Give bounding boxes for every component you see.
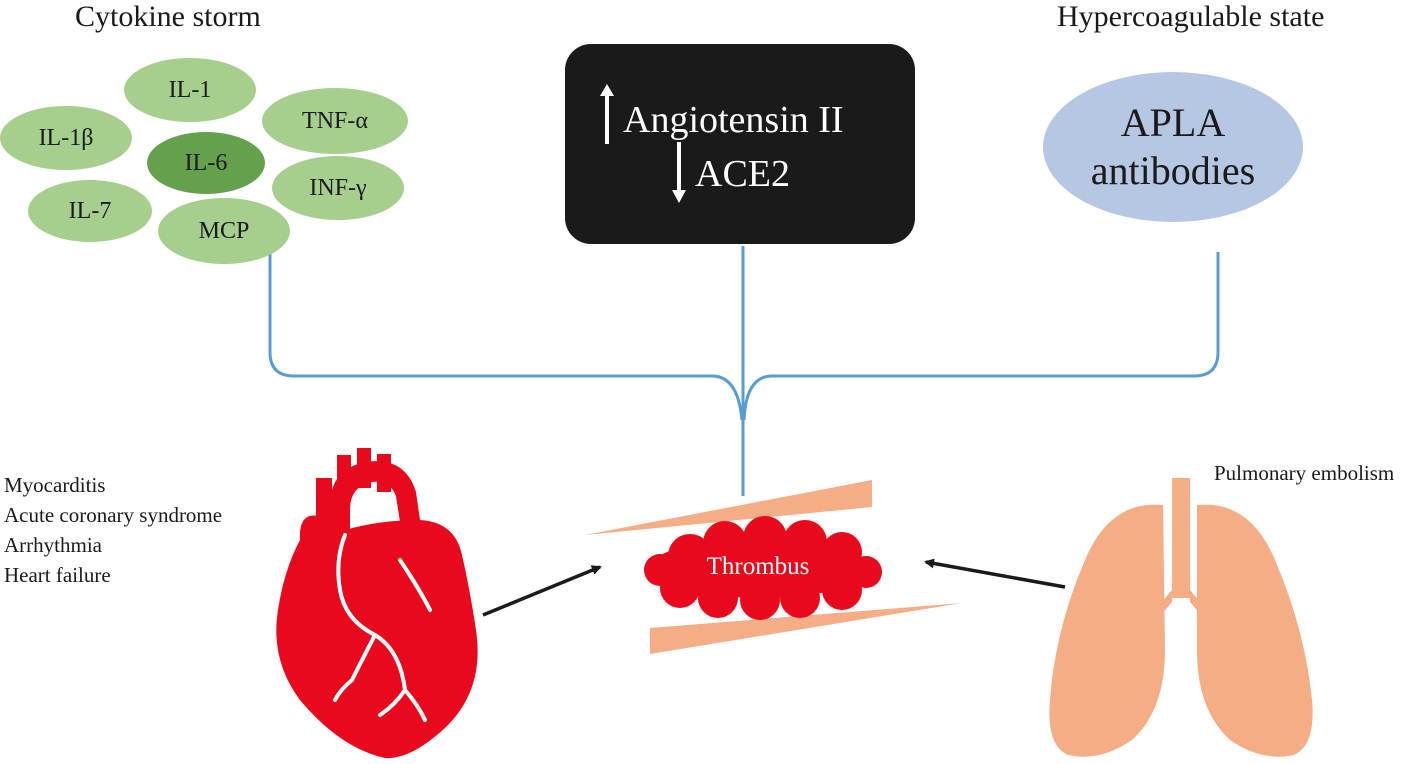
condition-myocarditis: Myocarditis <box>4 473 106 497</box>
pulmonary-embolism-label: Pulmonary embolism <box>1214 461 1395 485</box>
cytokine-il1-beta: IL-1β <box>0 106 132 170</box>
cytokine-storm-title: Cytokine storm <box>75 0 261 33</box>
thrombus-label: Thrombus <box>706 553 810 580</box>
connector-apla <box>742 252 1220 421</box>
thrombus-cloud <box>644 516 882 620</box>
apla-label: APLA <box>1120 100 1226 145</box>
cytokine-il6: IL-6 <box>147 132 265 194</box>
vessel-wall-bottom <box>650 603 962 654</box>
raas-box: Angiotensin II ACE2 <box>565 44 915 244</box>
cytokine-label: TNF-α <box>302 107 368 134</box>
angiotensin-label: Angiotensin II <box>623 99 844 141</box>
heart-icon <box>276 448 478 759</box>
connector-cytokine <box>268 252 744 421</box>
vessel-wall-top <box>585 480 872 535</box>
cytokine-il7: IL-7 <box>28 180 152 242</box>
cytokine-label: IL-7 <box>68 197 112 224</box>
cytokine-label: IL-1 <box>168 76 212 103</box>
cytokine-label: MCP <box>198 217 250 244</box>
condition-acs: Acute coronary syndrome <box>4 503 223 527</box>
up-arrow-icon <box>600 84 614 144</box>
hypercoagulable-title: Hypercoagulable state <box>1057 0 1325 33</box>
cytokine-label: IL-6 <box>184 149 228 176</box>
lungs-icon <box>1049 478 1313 757</box>
down-arrow-icon <box>672 142 686 203</box>
cytokine-inf-gamma: INF-γ <box>272 156 404 220</box>
cytokine-il1: IL-1 <box>124 58 256 122</box>
heart-arrow <box>482 565 602 617</box>
cytokine-label: INF-γ <box>309 174 367 201</box>
condition-heart-failure: Heart failure <box>4 563 111 587</box>
ace2-label: ACE2 <box>695 153 790 195</box>
cytokine-mcp: MCP <box>158 198 290 264</box>
antibodies-label: antibodies <box>1090 148 1256 193</box>
cytokine-label: IL-1β <box>38 124 94 151</box>
cytokine-tnf-alpha: TNF-α <box>262 88 408 154</box>
lung-arrow <box>924 558 1066 589</box>
apla-ellipse: APLA antibodies <box>1043 72 1303 222</box>
condition-arrhythmia: Arrhythmia <box>4 533 102 557</box>
